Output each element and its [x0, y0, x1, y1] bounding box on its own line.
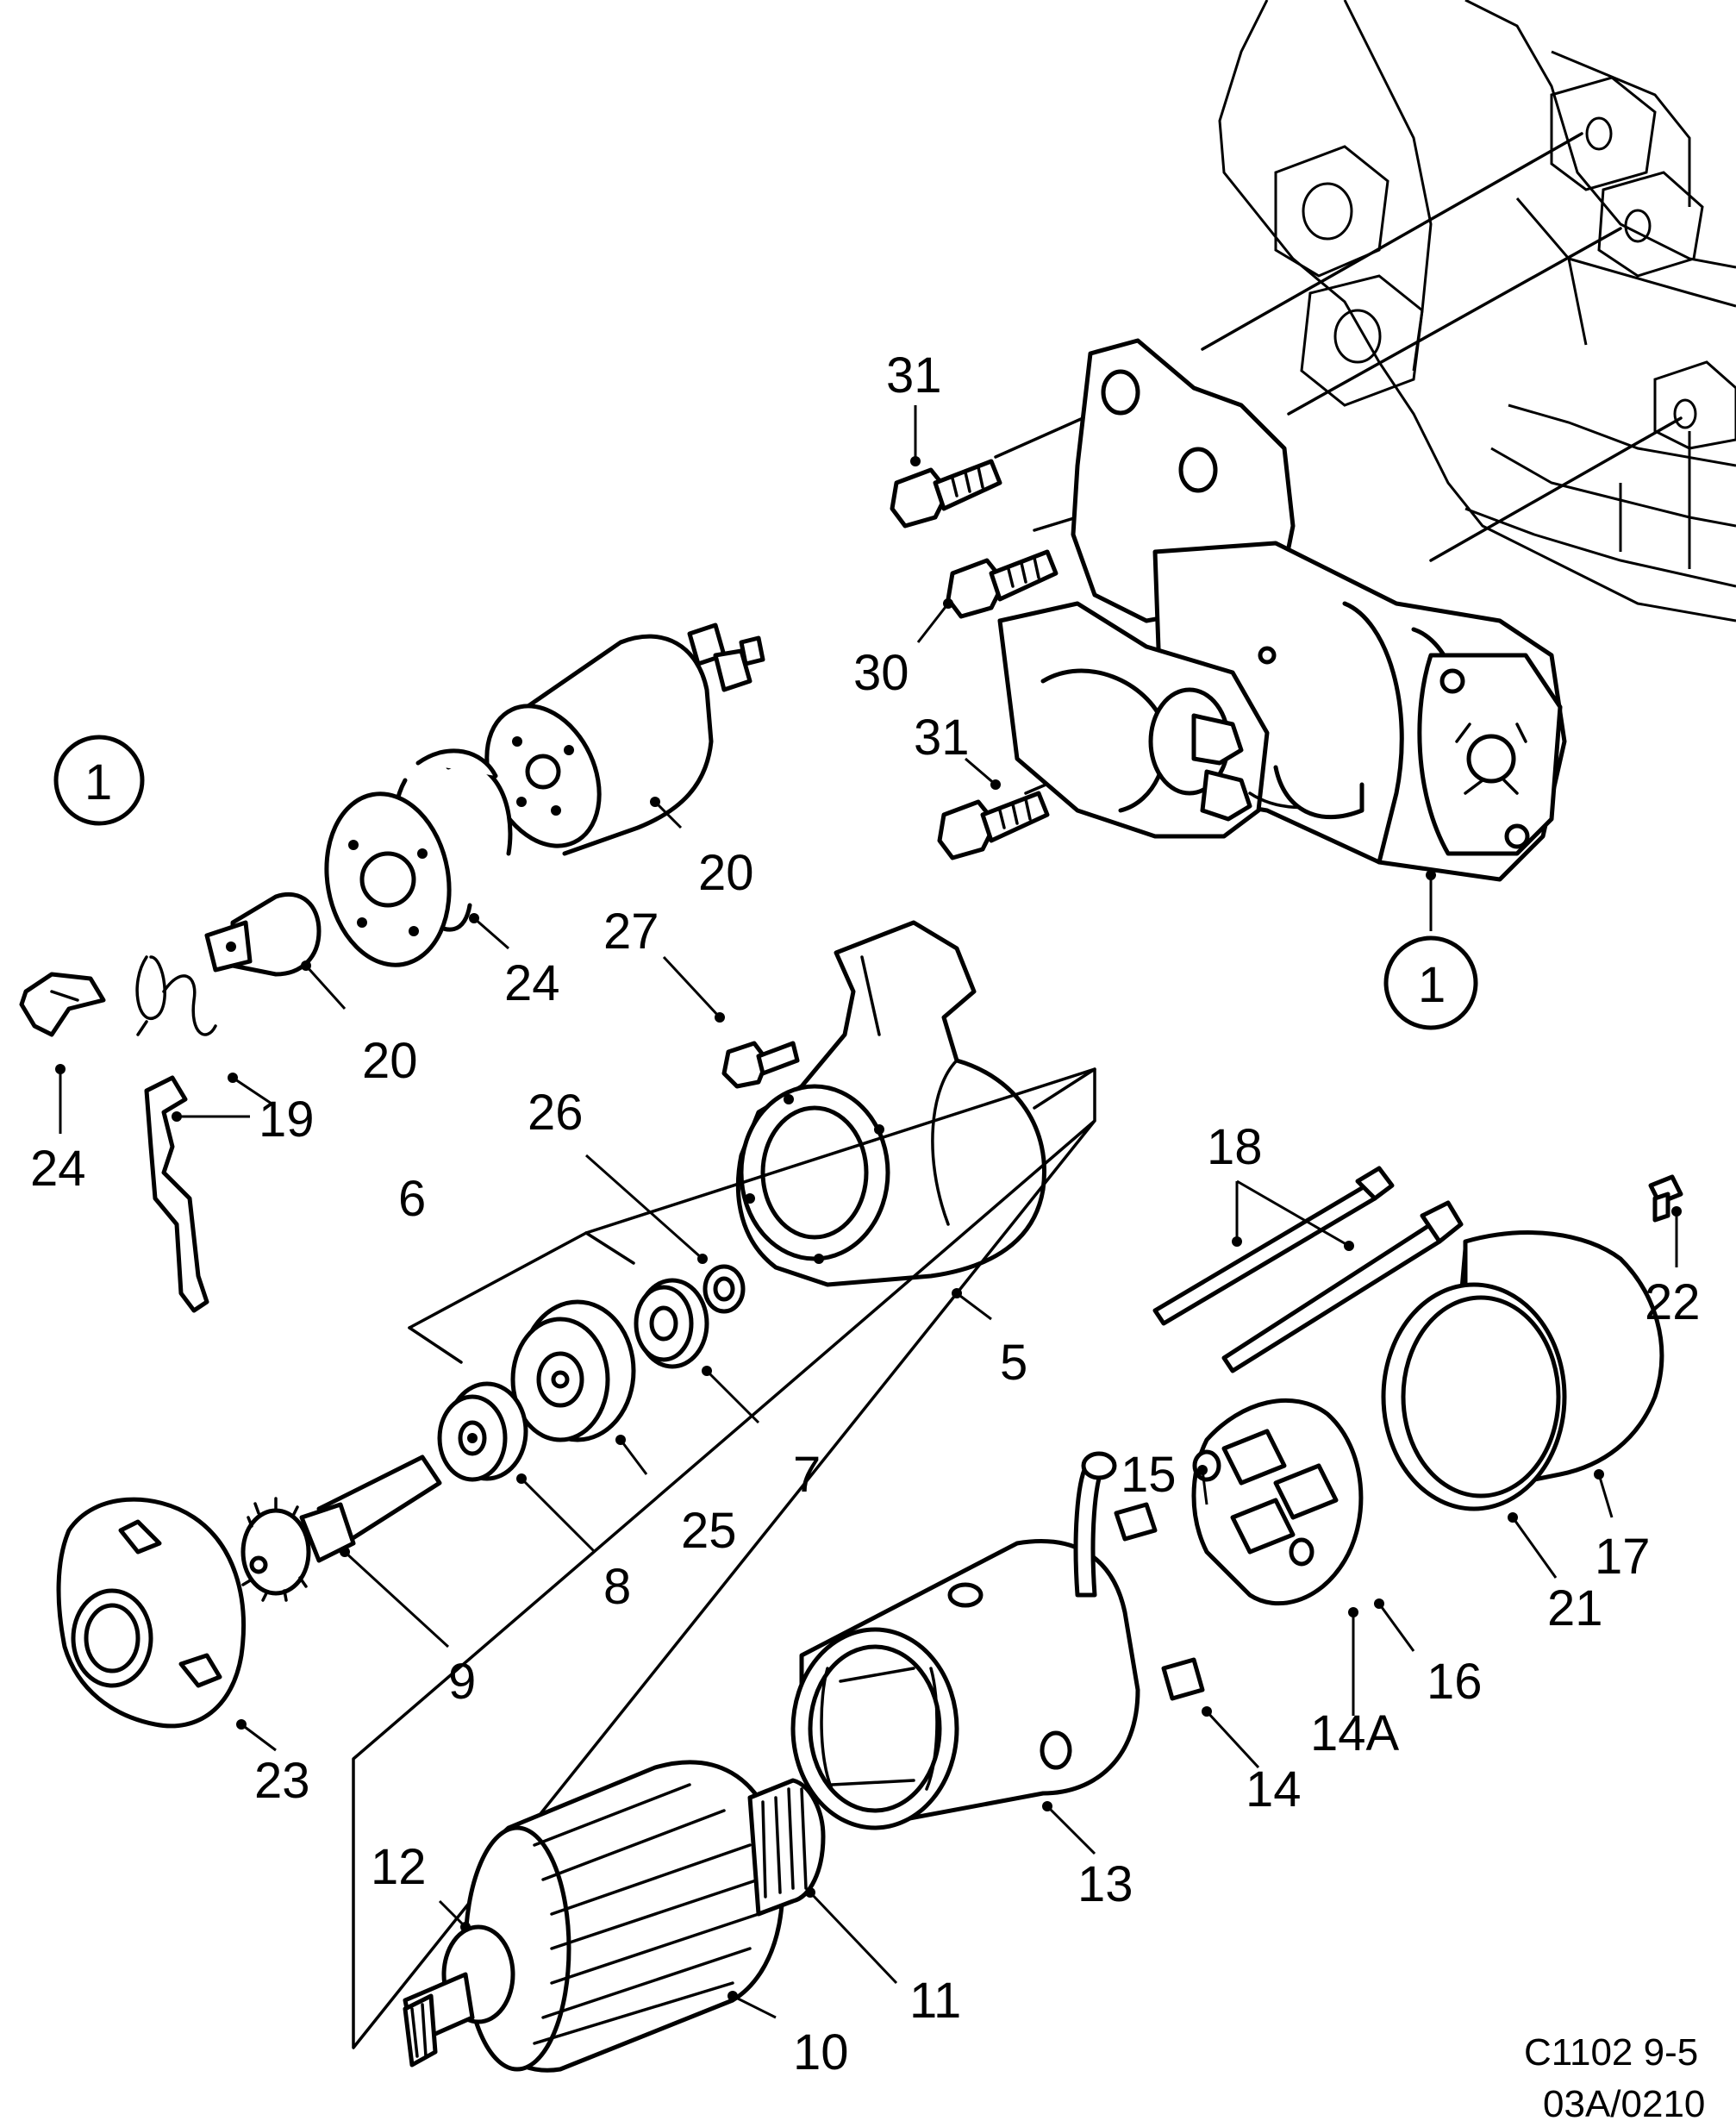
callout-12: 12 [371, 1839, 427, 1895]
mounting-bolt-30 [946, 549, 1058, 619]
callout-circle-1-left [53, 735, 145, 826]
callout-17: 17 [1595, 1529, 1651, 1585]
drive-housing-5 [735, 920, 1046, 1287]
brush-holder-16 [1191, 1398, 1364, 1606]
drive-group-bracket [352, 1067, 1096, 2049]
callout-circle-1-right [1383, 935, 1478, 1030]
field-yoke-13 [790, 1451, 1205, 1830]
callout-14: 14 [1246, 1761, 1302, 1817]
solenoid-plate [324, 791, 452, 967]
callout-7: 7 [793, 1447, 821, 1503]
callout-20-solenoid: 20 [698, 845, 754, 901]
callout-15: 15 [1121, 1447, 1177, 1503]
bearing-8 [437, 1381, 528, 1482]
callout-25: 25 [681, 1503, 737, 1559]
through-bolts-18 [1152, 1166, 1464, 1373]
callout-18: 18 [1207, 1119, 1263, 1175]
callout-13: 13 [1077, 1856, 1133, 1912]
reference-code-line-1: C1102 9-5 [1524, 2031, 1698, 2074]
callout-20-plunger: 20 [362, 1033, 418, 1089]
assembled-starter-motor [997, 338, 1567, 882]
pinion-shaft-9 [240, 1454, 442, 1602]
callout-24-clip: 24 [30, 1141, 86, 1197]
callout-21: 21 [1547, 1580, 1603, 1636]
callout-11: 11 [909, 1973, 961, 2029]
clip-24 [19, 972, 106, 1037]
drawing-reference-code: C1102 9-5 03A/0210 [1524, 2031, 1705, 2125]
callout-9: 9 [448, 1654, 476, 1710]
callout-8: 8 [603, 1559, 631, 1615]
bearing-7 [634, 1278, 709, 1369]
mounting-bolt-31-upper [890, 459, 1002, 529]
callout-10: 10 [793, 2024, 849, 2080]
armature-10 [403, 1760, 826, 2073]
callout-26: 26 [528, 1085, 584, 1141]
gear-25 [510, 1299, 636, 1442]
screw-22 [1648, 1174, 1683, 1223]
bolt-27 [721, 1041, 800, 1089]
bushing-26 [703, 1264, 746, 1314]
leader-lines [55, 405, 1682, 2019]
callout-24-seal: 24 [504, 955, 560, 1011]
reference-code-line-2: 03A/0210 [1543, 2083, 1705, 2125]
callout-14a: 14A [1310, 1705, 1400, 1761]
mounting-bolt-31-lower [937, 791, 1050, 860]
callout-31-lower: 31 [914, 710, 970, 766]
callout-30: 30 [853, 645, 909, 701]
callout-31-upper: 31 [886, 347, 942, 404]
callout-27: 27 [603, 904, 659, 960]
callout-1-assembly: 1 [1418, 957, 1446, 1013]
callout-19: 19 [259, 1092, 315, 1148]
callout-5: 5 [1000, 1335, 1027, 1391]
callout-labels: 31 30 31 1 1 20 24 20 19 24 27 26 6 5 7 … [30, 347, 1701, 2080]
end-cover-23 [56, 1497, 246, 1729]
seal-ring-21 [1381, 1282, 1567, 1511]
callout-22: 22 [1645, 1274, 1701, 1330]
callout-16: 16 [1427, 1654, 1483, 1710]
return-spring-19 [135, 955, 217, 1036]
callout-23: 23 [254, 1753, 310, 1809]
shift-lever-19 [144, 1075, 209, 1313]
engine-block-outline [1218, 0, 1736, 622]
solenoid-plunger-20 [204, 891, 322, 977]
callout-1-detail: 1 [84, 754, 112, 810]
callout-6: 6 [398, 1171, 426, 1227]
